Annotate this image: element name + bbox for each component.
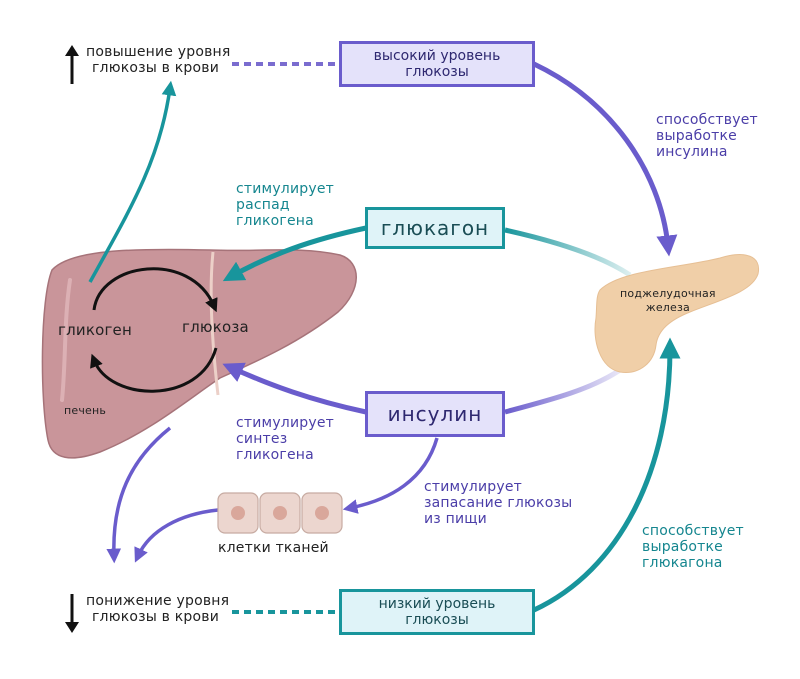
stimulates-breakdown-annotation: стимулирует распад гликогена	[236, 181, 334, 229]
cells-to-decrease-arrow	[134, 508, 219, 563]
pancreas-to-glucagon-line	[504, 227, 632, 278]
high-glucose-box: высокий уровень глюкозы	[339, 41, 535, 87]
glucose-to-glycogen-arrow	[90, 347, 218, 393]
annotation-line: стимулирует	[236, 415, 334, 431]
liver-to-decrease-arrow	[106, 426, 172, 564]
glucose-label: глюкоза	[182, 318, 249, 336]
promotes-glucagon-annotation: способствует выработке глюкагона	[642, 523, 744, 571]
liver-label: печень	[64, 404, 107, 417]
decrease-line-2: глюкозы в крови	[92, 609, 220, 625]
annotation-line: стимулирует	[424, 479, 522, 495]
pancreas-to-insulin-line	[504, 367, 622, 415]
liver-to-increase-arrow	[88, 80, 177, 283]
increase-glucose-label: повышение уровня глюкозы в крови	[86, 44, 231, 76]
annotation-line: стимулирует	[236, 181, 334, 197]
high-glucose-to-pancreas-arrow	[532, 61, 678, 257]
high-glucose-line-2: глюкозы	[405, 64, 469, 80]
annotation-line: синтез	[236, 431, 288, 447]
tissue-cells-label: клетки тканей	[218, 540, 329, 556]
insulin-label: инсулин	[387, 402, 483, 426]
pancreas-label: поджелудочная железа	[620, 287, 716, 315]
glucagon-to-liver-arrow	[222, 225, 367, 282]
annotation-line: запасание глюкозы	[424, 495, 573, 511]
annotation-line: гликогена	[236, 213, 314, 229]
increase-line-2: глюкозы в крови	[92, 60, 220, 76]
glycogen-to-glucose-arrow	[92, 267, 218, 313]
glycogen-label: гликоген	[58, 321, 132, 339]
cell-nucleus	[273, 506, 287, 520]
annotation-line: инсулина	[656, 144, 728, 160]
insulin-to-cells-arrow	[342, 437, 439, 514]
low-glucose-line-1: низкий уровень	[378, 596, 496, 612]
decrease-glucose-label: понижение уровня глюкозы в крови	[86, 593, 229, 625]
stimulates-synthesis-annotation: стимулирует синтез гликогена	[236, 415, 334, 463]
tissue-cells	[217, 492, 343, 534]
annotation-line: из пищи	[424, 511, 487, 527]
stimulates-storage-annotation: стимулирует запасание глюкозы из пищи	[424, 479, 572, 527]
insulin-to-liver-arrow	[222, 362, 367, 415]
annotation-line: выработке	[656, 128, 737, 144]
annotation-line: способствует	[642, 523, 744, 539]
annotation-line: выработке	[642, 539, 723, 555]
annotation-line: гликогена	[236, 447, 314, 463]
low-glucose-box: низкий уровень глюкозы	[339, 589, 535, 635]
pancreas-line-2: железа	[645, 301, 690, 314]
cell-nucleus	[231, 506, 245, 520]
liver-ligament	[209, 251, 220, 396]
annotation-line: глюкагона	[642, 555, 723, 571]
low-glucose-line-2: глюкозы	[405, 612, 469, 628]
annotation-line: распад	[236, 197, 290, 213]
high-glucose-line-1: высокий уровень	[373, 48, 501, 64]
up-arrow-icon	[65, 45, 79, 84]
low-glucose-to-pancreas-arrow	[532, 337, 681, 613]
increase-line-1: повышение уровня	[86, 44, 231, 60]
liver-highlight	[60, 278, 72, 402]
pancreas-shape	[594, 254, 760, 373]
promotes-insulin-annotation: способствует выработке инсулина	[656, 112, 758, 160]
glucagon-box: глюкагон	[365, 207, 505, 249]
insulin-box: инсулин	[365, 391, 505, 437]
cell-nucleus	[315, 506, 329, 520]
glucagon-label: глюкагон	[380, 216, 490, 240]
liver-shape	[41, 248, 357, 459]
down-arrow-icon	[65, 594, 79, 633]
annotation-line: способствует	[656, 112, 758, 128]
decrease-line-1: понижение уровня	[86, 593, 230, 609]
pancreas-line-1: поджелудочная	[620, 287, 716, 300]
